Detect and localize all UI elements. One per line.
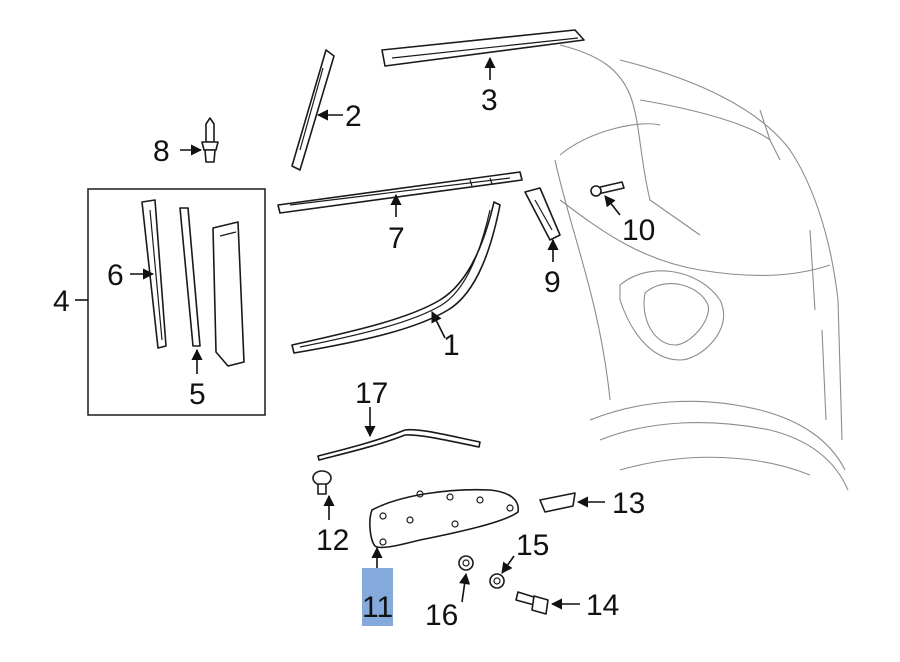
callout-2[interactable]: 2 <box>345 100 362 133</box>
part-5-pillar-garnish <box>179 207 201 347</box>
part-11-mudguard-panel <box>369 488 519 549</box>
part-16-nut <box>458 555 474 571</box>
callout-9[interactable]: 9 <box>544 266 561 299</box>
callout-3[interactable]: 3 <box>481 84 498 117</box>
part-13-trim-piece <box>539 492 576 513</box>
callout-6[interactable]: 6 <box>107 259 124 292</box>
part-12-clip <box>312 470 332 495</box>
part-10-push-clip <box>590 181 625 197</box>
callout-1[interactable]: 1 <box>443 329 460 362</box>
callout-7[interactable]: 7 <box>388 222 405 255</box>
part-17-molding-strip <box>317 428 481 461</box>
part-3-roof-molding <box>381 29 585 67</box>
callout-4[interactable]: 4 <box>53 285 70 318</box>
callout-14[interactable]: 14 <box>586 589 619 622</box>
part-8-clip <box>201 117 219 163</box>
part-15-washer <box>489 573 505 589</box>
callout-15[interactable]: 15 <box>516 529 549 562</box>
part-4-group-box <box>87 188 266 416</box>
part-14-bolt <box>515 591 549 615</box>
callout-11[interactable]: 11 <box>362 591 393 624</box>
part-1-window-molding <box>291 201 501 354</box>
part-4-garnish-panel <box>212 221 245 367</box>
callout-16[interactable]: 16 <box>425 599 458 632</box>
callout-11-highlight <box>362 568 393 626</box>
part-9-bracket <box>524 187 561 241</box>
vehicle-body-outline <box>554 44 849 491</box>
callout-10[interactable]: 10 <box>622 214 655 247</box>
callout-12[interactable]: 12 <box>316 524 349 557</box>
callout-13[interactable]: 13 <box>612 487 645 520</box>
part-2-pillar-strip <box>291 49 335 171</box>
callout-17[interactable]: 17 <box>355 377 388 410</box>
callout-5[interactable]: 5 <box>189 378 206 411</box>
callout-8[interactable]: 8 <box>153 135 170 168</box>
part-7-belt-molding <box>277 171 523 214</box>
